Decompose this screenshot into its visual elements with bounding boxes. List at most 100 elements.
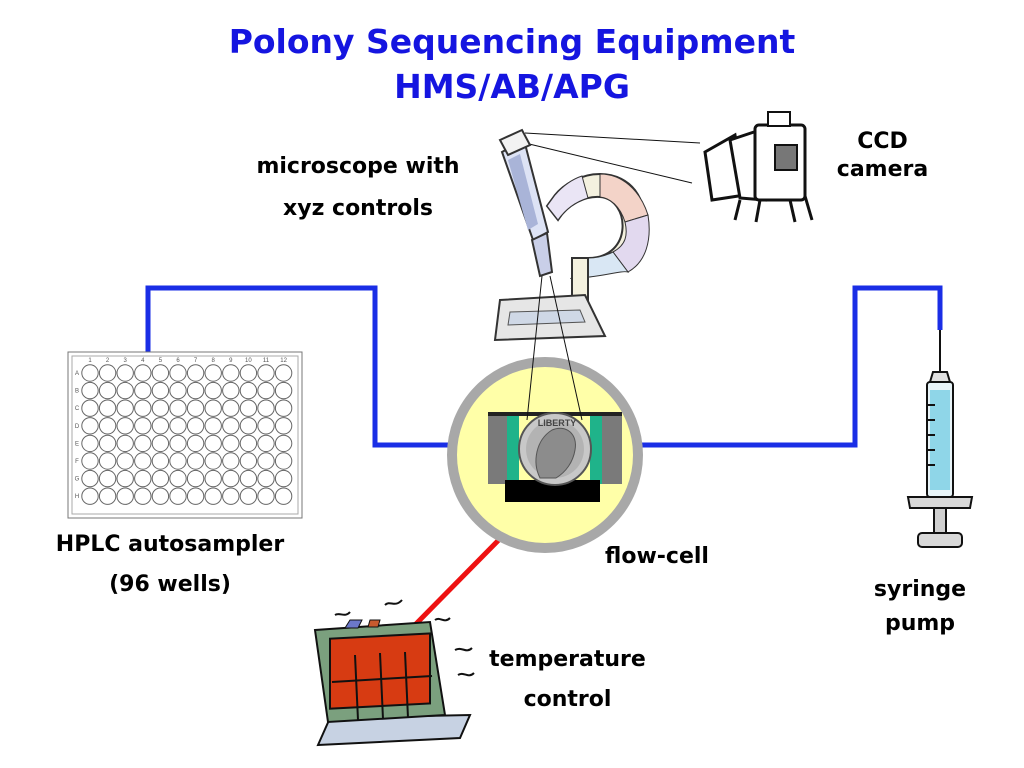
camera-label-line2: camera (836, 157, 929, 182)
plate-well (274, 434, 293, 453)
plate-column-label: 9 (229, 358, 233, 364)
plate-well (186, 417, 205, 435)
plate-column-label: 11 (263, 358, 270, 364)
temperature-label-line1: temperature (489, 647, 646, 672)
heater-icon (313, 599, 475, 747)
plate-wells (81, 364, 293, 505)
plate-well (274, 417, 293, 435)
plate-well (274, 487, 293, 505)
plate-well (186, 469, 205, 488)
plate-well (81, 469, 99, 488)
plate-well (274, 364, 293, 382)
plate-well (274, 381, 293, 400)
plate-well (257, 452, 275, 470)
page-title-line2: HMS/AB/APG (394, 67, 630, 106)
plate-well (98, 364, 117, 382)
plate-column-label: 2 (106, 358, 110, 364)
plate-row-label: B (75, 389, 79, 395)
plate-well (81, 381, 99, 400)
plate-column-label: 5 (159, 358, 163, 364)
plate-well (257, 434, 275, 453)
plate-well (169, 452, 187, 470)
plate-well (204, 364, 222, 382)
syringe-icon (906, 371, 974, 548)
plate-well (151, 399, 170, 417)
plate-well (81, 434, 99, 453)
microscope-label-line1: microscope with (256, 154, 460, 179)
plate-well (151, 487, 170, 505)
plate-well (169, 364, 187, 382)
plate-well (98, 434, 117, 453)
plate-well (222, 417, 240, 435)
plate-well (257, 364, 275, 382)
plate-well (239, 452, 258, 470)
plate-well (134, 434, 152, 453)
plate-well (186, 434, 205, 453)
plate-well (81, 487, 99, 505)
plate-column-label: 10 (245, 358, 252, 364)
plate-well (274, 399, 293, 417)
plate-well (134, 417, 152, 435)
plate-well (81, 452, 99, 470)
plate-well (222, 364, 240, 382)
coin-image: LIBERTY (518, 412, 592, 486)
plate-well (151, 364, 170, 382)
plate-well (222, 469, 240, 488)
plate-well (169, 417, 187, 435)
temperature-label-line2: control (523, 687, 612, 712)
plate-row-label: C (75, 406, 80, 412)
plate-well (134, 364, 152, 382)
plate-well (186, 487, 205, 505)
plate-well (239, 381, 258, 400)
camera-sight-lines (524, 132, 701, 184)
plate-column-label: 3 (124, 358, 128, 364)
plate-well (239, 469, 258, 488)
plate-well (222, 487, 240, 505)
plate-well (98, 417, 117, 435)
plate-well (204, 487, 222, 505)
plate-well (81, 399, 99, 417)
plate-well (257, 399, 275, 417)
tubing-right (603, 285, 943, 448)
plate-well (204, 381, 222, 400)
plate-well (239, 399, 258, 417)
plate-well (204, 452, 222, 470)
plate-row-label: H (75, 494, 79, 500)
plate-well (134, 399, 152, 417)
plate-well (134, 381, 152, 400)
plate-well (134, 469, 152, 488)
plate-column-label: 8 (212, 358, 216, 364)
flow-cell-label: flow-cell (605, 544, 709, 569)
plate-well (116, 434, 134, 453)
plate-well (204, 417, 222, 435)
plate-well (204, 434, 222, 453)
plate-well (151, 434, 170, 453)
plate-well (274, 469, 293, 488)
plate-well (169, 487, 187, 505)
plate-column-label: 1 (88, 358, 92, 364)
plate-well (204, 469, 222, 488)
plate-well (222, 452, 240, 470)
plate-row-label: G (75, 477, 80, 483)
plate-well (257, 469, 275, 488)
syringe-label-line1: syringe (873, 577, 967, 602)
plate-well (186, 399, 205, 417)
plate-well (116, 469, 134, 488)
microscope-beam-lines (526, 275, 583, 421)
plate-well (169, 434, 187, 453)
plate-well (151, 417, 170, 435)
plate-well (116, 452, 134, 470)
page-title-line1: Polony Sequencing Equipment (228, 22, 796, 61)
camera-label-line1: CCD (857, 129, 908, 154)
plate-well (98, 381, 117, 400)
plate-row-label: D (75, 424, 80, 430)
plate-well (186, 364, 205, 382)
plate-column-label: 4 (141, 358, 145, 364)
plate-well (151, 469, 170, 488)
plate-well (116, 417, 134, 435)
plate-column-label: 7 (194, 358, 198, 364)
